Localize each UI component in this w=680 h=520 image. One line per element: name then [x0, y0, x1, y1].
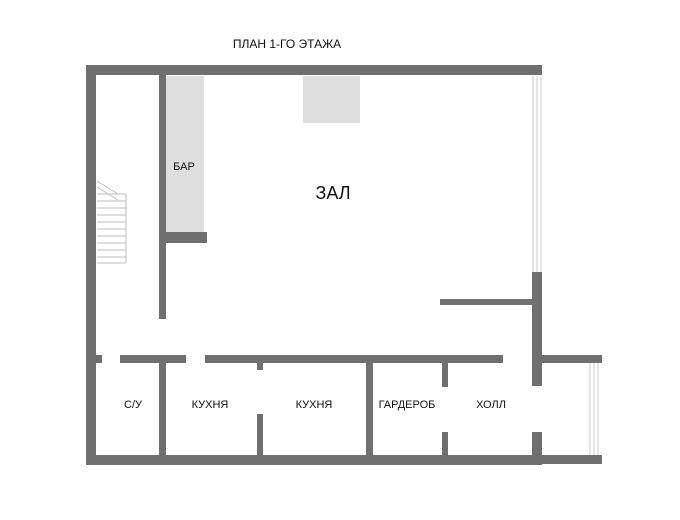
interior-walls — [96, 75, 532, 455]
service-wall-b — [205, 355, 503, 363]
wall-kitchen-stub-bottom — [257, 414, 263, 455]
ceiling-feature — [303, 76, 360, 123]
wall-wardrobe-lobby-top — [442, 363, 448, 387]
wall-top — [86, 65, 542, 75]
room-label-kitchen-2: КУХНЯ — [296, 399, 333, 411]
wall-right-lower — [532, 272, 542, 386]
room-label-wardrobe: ГАРДЕРОБ — [379, 399, 436, 411]
wall-left — [86, 65, 96, 465]
vestibule-wall-top — [542, 355, 602, 363]
vestibule-wall-bottom — [542, 455, 602, 464]
wall-wardrobe-lobby-bottom — [442, 432, 448, 455]
bar-counter — [166, 76, 204, 232]
wall-wc-kitchen — [159, 363, 166, 455]
room-label-bar: БАР — [173, 161, 195, 173]
service-wall-stub — [96, 355, 102, 363]
window-glazing — [532, 76, 542, 272]
wall-bottom — [86, 455, 542, 465]
corridor-wall — [159, 75, 166, 319]
room-label-wc: С/У — [124, 399, 143, 411]
outer-walls — [86, 65, 542, 465]
vestibule-glazing — [589, 363, 599, 455]
room-label-lobby: ХОЛЛ — [476, 399, 506, 411]
staircase — [96, 180, 127, 264]
room-label-kitchen-1: КУХНЯ — [192, 399, 229, 411]
wall-kitchen-wardrobe — [366, 363, 373, 455]
room-label-hall: ЗАЛ — [315, 183, 350, 203]
entrance-vestibule — [542, 355, 602, 464]
hall-partition — [440, 299, 532, 305]
plan-title: ПЛАН 1-ГО ЭТАЖА — [233, 37, 341, 51]
wall-right-bottom — [532, 432, 542, 465]
wall-kitchen-stub-top — [257, 363, 263, 370]
bar-end-wall — [166, 232, 207, 243]
service-wall-a — [120, 355, 186, 363]
